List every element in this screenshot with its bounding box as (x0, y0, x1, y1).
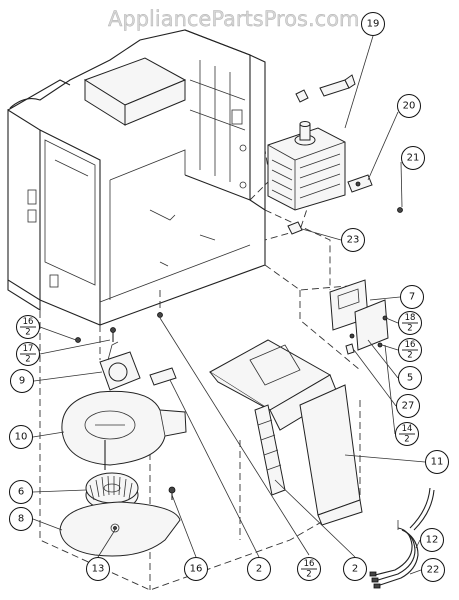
callout-c7: 7 (400, 285, 424, 309)
callout-c20: 20 (397, 94, 421, 118)
callout-number: 9 (19, 376, 25, 387)
mount-plate (59, 501, 181, 557)
callout-circle (9, 507, 33, 531)
magnetron (267, 121, 346, 211)
callout-quantity: 2 (407, 324, 412, 334)
callout-quantity: 2 (404, 435, 409, 445)
callout-c16-2-left: 162 (16, 315, 40, 339)
callout-circle (420, 528, 444, 552)
leader-lines (32, 35, 426, 575)
callout-number: 18 (405, 313, 416, 323)
callout-circle (401, 146, 425, 170)
callout-c8: 8 (9, 507, 33, 531)
callout-number: 16 (190, 564, 203, 575)
callout-number: 21 (407, 153, 420, 164)
callout-number: 7 (409, 292, 415, 303)
callout-c23: 23 (341, 228, 365, 252)
callout-circle (184, 557, 208, 581)
callout-c6: 6 (9, 480, 33, 504)
callout-c14-2: 142 (395, 422, 419, 446)
callout-number: 5 (407, 373, 413, 384)
callout-c13: 13 (86, 557, 110, 581)
callout-number: 14 (402, 424, 413, 434)
callout-circle (9, 480, 33, 504)
callout-quantity: 2 (306, 570, 311, 580)
callout-number: 23 (347, 235, 360, 246)
callout-number: 20 (403, 101, 416, 112)
callout-bubbles: 1920212371821625271421112221621729106813… (9, 12, 449, 582)
small-bracket (149, 367, 177, 386)
callout-number: 2 (256, 564, 262, 575)
callout-circle (400, 285, 424, 309)
callout-number: 13 (92, 564, 105, 575)
callout-circle (343, 557, 367, 581)
callout-number: 27 (402, 401, 415, 412)
callout-circle (10, 369, 34, 393)
blower-housing (61, 390, 187, 470)
callout-number: 2 (352, 564, 358, 575)
top-connectors (295, 74, 356, 103)
callout-c17-2: 172 (16, 342, 40, 366)
callout-circle (86, 557, 110, 581)
callout-c9: 9 (10, 369, 34, 393)
callout-number: 8 (18, 514, 24, 525)
cabinet-chassis (7, 29, 266, 326)
callout-circle (398, 366, 422, 390)
fan-motor (99, 327, 141, 391)
callout-number: 16 (23, 317, 34, 327)
callout-number: 16 (405, 340, 416, 350)
callout-c2-right: 2 (343, 557, 367, 581)
screw-16 (168, 486, 176, 500)
callout-number: 12 (426, 535, 439, 546)
callout-number: 22 (427, 565, 440, 576)
vent-grid (189, 60, 246, 182)
callout-number: 19 (367, 19, 380, 30)
callout-c12: 12 (420, 528, 444, 552)
callout-circle (361, 12, 385, 36)
callout-circle (9, 425, 33, 449)
callout-c11: 11 (425, 450, 449, 474)
callout-quantity: 2 (25, 355, 30, 365)
callout-c27: 27 (396, 394, 420, 418)
callout-c10: 10 (9, 425, 33, 449)
callout-c16-2-bottom: 162 (297, 557, 321, 581)
callout-circle (247, 557, 271, 581)
callout-c16: 16 (184, 557, 208, 581)
callout-number: 17 (23, 344, 34, 354)
callout-number: 16 (304, 559, 315, 569)
watermark-text: AppliancePartsPros.com (108, 7, 360, 31)
air-duct (209, 339, 363, 526)
clip-23 (287, 221, 303, 235)
callout-c16-2-right: 162 (398, 338, 422, 362)
callout-circle (425, 450, 449, 474)
callout-circle (396, 394, 420, 418)
callout-quantity: 2 (407, 351, 412, 361)
callout-c22: 22 (421, 558, 445, 582)
screw-21 (397, 207, 403, 213)
callout-number: 6 (18, 487, 24, 498)
screws-16-2 (75, 312, 163, 343)
callout-circle (421, 558, 445, 582)
callout-quantity: 2 (25, 328, 30, 338)
wire-harness (369, 487, 435, 589)
callout-number: 11 (431, 457, 444, 468)
callout-c19: 19 (361, 12, 385, 36)
callout-c2-left: 2 (247, 557, 271, 581)
callout-circle (397, 94, 421, 118)
callout-circle (341, 228, 365, 252)
callout-c5: 5 (398, 366, 422, 390)
callout-c21: 21 (401, 146, 425, 170)
thermal-cutout (347, 174, 373, 193)
callout-number: 10 (15, 432, 28, 443)
callout-c18-2: 182 (398, 311, 422, 335)
control-board (329, 279, 389, 355)
